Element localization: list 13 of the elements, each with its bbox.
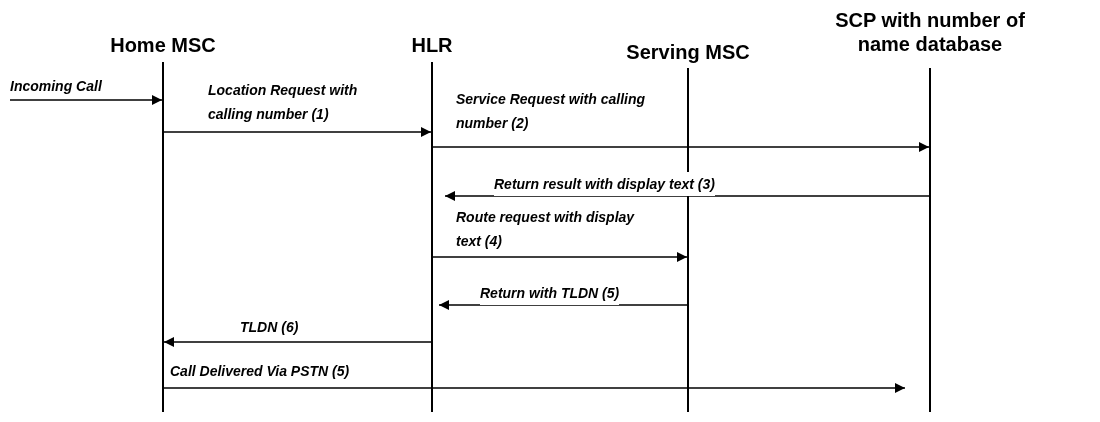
arrow: [438, 300, 688, 310]
arrow: [163, 127, 432, 137]
participant-heading: Home MSC: [109, 33, 217, 57]
arrow: [9, 95, 163, 105]
arrow: [432, 142, 930, 152]
participant-heading: SCP with number of name database: [834, 8, 1026, 56]
arrow: [432, 252, 688, 262]
participant-heading: Serving MSC: [625, 40, 751, 64]
message-label: Return result with display text (3): [494, 172, 715, 196]
arrow: [444, 191, 930, 201]
participant-heading: HLR: [410, 33, 454, 57]
arrow: [163, 383, 906, 393]
arrow: [163, 337, 432, 347]
